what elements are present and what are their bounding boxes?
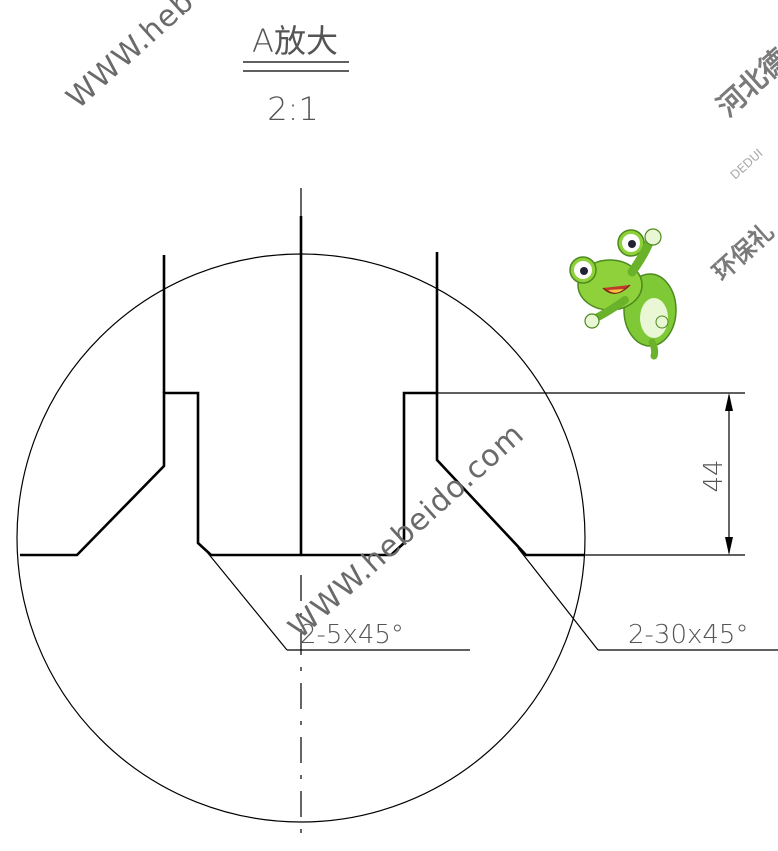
frog-leg	[648, 338, 659, 360]
leader-chamfer-large: 2-30x45°	[517, 547, 778, 651]
frog-mascot-logo	[569, 228, 677, 360]
title-block: A放大 2:1	[243, 22, 349, 128]
watermark-site-center: WWW.hebeido.com	[282, 417, 531, 646]
watermark-company-en: DEDUI	[728, 146, 766, 182]
frog-hand-left	[584, 313, 600, 329]
chamfer-small-text: 2-5x45°	[300, 620, 404, 650]
watermark-site-top: WWW.hebe	[60, 0, 216, 116]
dim-arrow-bottom	[725, 537, 733, 555]
part-profile	[20, 216, 584, 557]
leader-small-slant	[206, 551, 288, 651]
chamfer-large-text: 2-30x45°	[628, 620, 748, 650]
title-label: A放大	[252, 22, 338, 60]
frog-tongue	[608, 289, 624, 293]
frog-hand-right	[644, 228, 662, 246]
dim-arrow-top	[725, 393, 733, 411]
frog-eye-left-pupil	[580, 267, 588, 275]
watermark-company-sub: 环保礼	[707, 217, 778, 286]
title-scale: 2:1	[267, 90, 319, 128]
profile-right	[301, 391, 584, 557]
dim-height-text: 44	[699, 459, 729, 492]
leader-chamfer-small: 2-5x45°	[206, 551, 470, 651]
frog-mouth	[602, 284, 631, 294]
watermark-company-cn: 河北德	[711, 42, 778, 123]
frog-eye-right-pupil	[628, 240, 636, 248]
leader-large-slant	[517, 547, 599, 651]
frog-foot	[655, 315, 669, 329]
profile-left	[20, 391, 301, 557]
dimension-height: 44	[437, 392, 745, 556]
